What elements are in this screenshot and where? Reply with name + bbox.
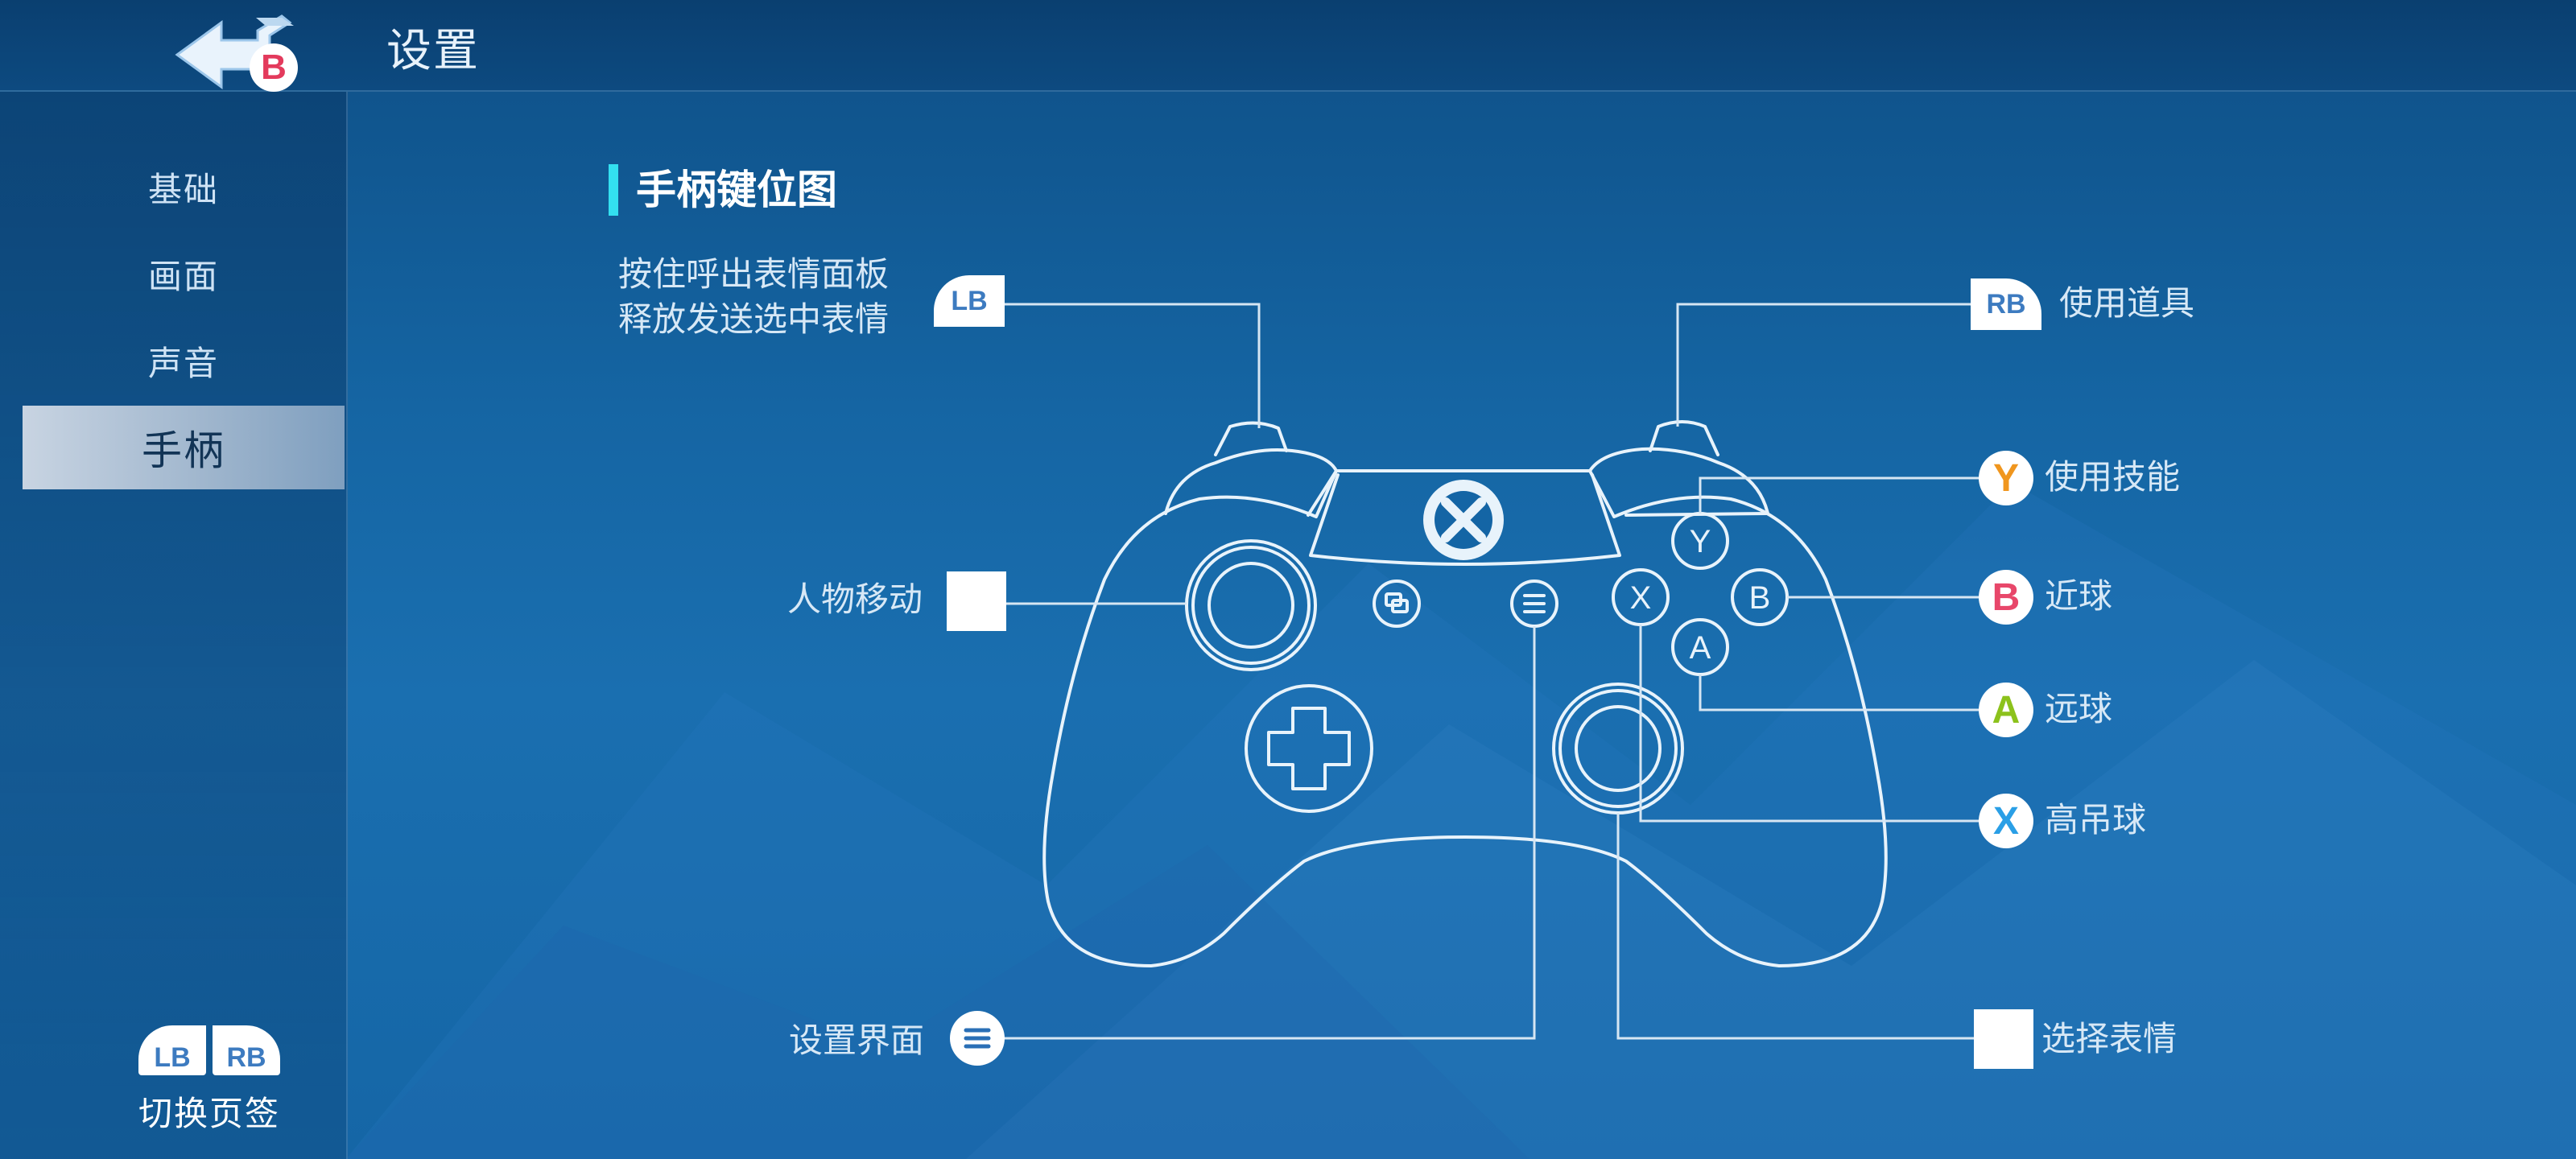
sidebar-item-controller[interactable]: 手柄 <box>23 406 345 489</box>
menu-leader <box>1003 626 1536 1040</box>
top-bar: B 设置 <box>0 0 2576 92</box>
b-callout: 近球 <box>2045 576 2113 616</box>
right-stick-callout: 选择表情 <box>2041 1019 2178 1058</box>
sidebar-item-sound[interactable]: 声音 <box>147 343 219 383</box>
lb-leader <box>1005 303 1261 428</box>
page-title: 设置 <box>386 25 480 77</box>
a-button-letter: A <box>1690 630 1711 666</box>
right-stick-icon <box>1974 1009 2033 1069</box>
a-icon: A <box>1979 683 2033 737</box>
menu-icon <box>950 1011 1005 1066</box>
left-stick-callout: 人物移动 <box>787 580 923 619</box>
a-leader <box>1699 674 1982 711</box>
back-button[interactable]: B <box>161 6 314 92</box>
controller-body-outline <box>1042 469 1888 967</box>
y-button-letter: Y <box>1690 524 1711 559</box>
lb-icon: LB <box>934 275 1005 327</box>
right-stick-inner <box>1575 705 1662 792</box>
x-callout: 高吊球 <box>2045 800 2147 839</box>
b-icon: B <box>1979 570 2033 625</box>
lb-icon: LB <box>138 1025 206 1075</box>
right-bumper-outline <box>1588 447 1769 517</box>
rb-callout: 使用道具 <box>2059 283 2195 323</box>
sidebar-item-display[interactable]: 画面 <box>147 256 219 296</box>
y-leader <box>1699 476 1982 514</box>
dpad-cross <box>1267 707 1351 790</box>
center-plate-outline <box>1309 473 1621 566</box>
x-leader <box>1639 625 1982 823</box>
rb-icon: RB <box>213 1025 280 1075</box>
menu-callout: 设置界面 <box>789 1021 925 1060</box>
right-stick-outer <box>1552 683 1684 815</box>
tab-switch-label: 切换页签 <box>138 1094 280 1133</box>
section-title: 手柄键位图 <box>609 164 837 216</box>
back-badge-b: B <box>250 43 298 92</box>
x-button-letter: X <box>1630 580 1652 616</box>
b-button-letter: B <box>1749 580 1771 616</box>
a-callout: 远球 <box>2045 689 2113 728</box>
left-bumper-outline <box>1164 448 1338 517</box>
view-button <box>1373 580 1421 628</box>
sidebar-item-basic[interactable]: 基础 <box>147 169 219 209</box>
left-stick-icon <box>947 571 1006 631</box>
sidebar: 基础 画面 声音 手柄 LB RB 切换页签 <box>0 92 348 1159</box>
lb-callout-line2: 释放发送选中表情 <box>618 299 890 339</box>
right-stick-leader <box>1616 813 1977 1040</box>
left-trigger-outline <box>1214 421 1288 456</box>
left-stick-outer <box>1185 539 1317 671</box>
lb-callout-line1: 按住呼出表情面板 <box>618 254 890 294</box>
dpad-ring <box>1245 684 1373 813</box>
tab-switch-hint: LB RB 切换页签 <box>121 1025 298 1136</box>
rb-leader <box>1676 303 1972 427</box>
x-icon: X <box>1979 794 2033 848</box>
y-callout: 使用技能 <box>2045 457 2181 497</box>
left-stick-inner <box>1208 562 1294 649</box>
y-icon: Y <box>1979 451 2033 505</box>
right-trigger-outline <box>1649 420 1719 456</box>
rb-icon: RB <box>1971 278 2041 330</box>
